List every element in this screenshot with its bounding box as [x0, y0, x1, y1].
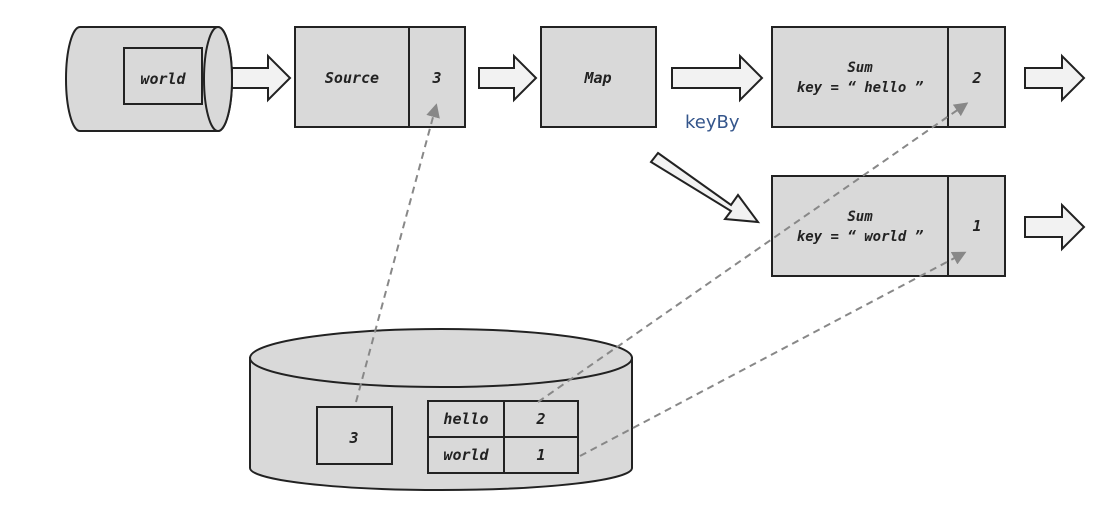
snapshot-offset-box	[316, 406, 393, 465]
flow-arrow-map-sum-world	[649, 151, 761, 224]
table-row-key: hello	[443, 410, 488, 428]
snapshot-links	[355, 102, 969, 457]
queue-record-label: world	[140, 70, 186, 88]
source-label: Source	[325, 69, 379, 87]
snapshot-state-table: hello 2 world 1	[427, 400, 579, 474]
keyby-label: keyBy	[685, 112, 740, 133]
link-world-to-sum-world-state	[579, 251, 967, 457]
source-state: 3	[431, 69, 441, 87]
sum-hello-operator: Sum key = “ hello ” 2	[771, 26, 1006, 128]
snapshot-offset: 3	[348, 429, 358, 447]
link-hello-to-sum-hello-state	[537, 102, 969, 403]
sum-world-state: 1	[972, 217, 981, 235]
map-label: Map	[583, 69, 611, 87]
input-queue: world	[65, 26, 233, 132]
queue-record	[123, 47, 203, 105]
sum-hello-state: 2	[971, 69, 981, 87]
table-row-count: 2	[535, 410, 545, 428]
sum-hello-title: Sum	[847, 60, 873, 76]
map-operator: Map	[540, 26, 657, 128]
flow-arrow-queue-source	[231, 53, 292, 103]
sum-world-title: Sum	[847, 209, 873, 225]
table-row-count: 1	[536, 446, 545, 464]
sum-hello-key: key = “ hello ”	[797, 80, 924, 96]
flow-arrow-source-map	[478, 53, 538, 103]
link-offset-to-source-state	[355, 103, 440, 403]
flow-arrow-sum-world-out	[1024, 202, 1086, 252]
flow-arrow-map-sum-hello	[671, 53, 764, 103]
source-operator: Source 3	[294, 26, 466, 128]
sum-world-key: key = “ world ”	[797, 229, 924, 245]
snapshot-store: 3 hello 2 world 1	[249, 328, 633, 491]
table-row-key: world	[443, 446, 489, 464]
sum-world-operator: Sum key = “ world ” 1	[771, 175, 1006, 277]
flow-arrow-sum-hello-out	[1024, 53, 1086, 103]
